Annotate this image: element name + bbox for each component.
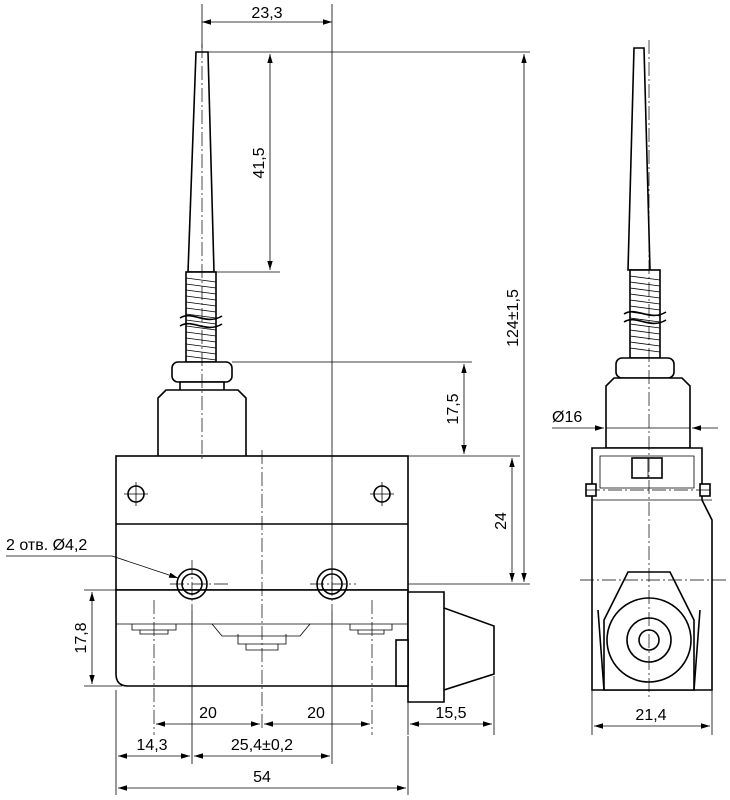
screw-right-icon bbox=[370, 482, 394, 506]
dimension-labels: 23,3 41,5 124±1,5 17,5 24 2 отв. Ø4,2 17… bbox=[6, 5, 667, 786]
dim-lever-offset: 23,3 bbox=[251, 5, 282, 22]
dim-edge-offset: 14,3 bbox=[136, 737, 167, 754]
dimension-lines bbox=[6, 4, 718, 795]
side-view bbox=[580, 40, 728, 700]
dim-hole-spacing-left: 20 bbox=[199, 705, 217, 722]
dim-hole-spacing-right: 20 bbox=[307, 705, 325, 722]
break-mark bbox=[179, 314, 223, 329]
dim-total-height: 124±1,5 bbox=[505, 289, 522, 347]
dim-mount-height: 24 bbox=[493, 512, 510, 530]
front-view bbox=[115, 44, 495, 735]
dim-body-width: 54 bbox=[253, 769, 271, 786]
center-lines bbox=[153, 44, 373, 735]
dim-base-height: 17,8 bbox=[73, 622, 90, 653]
dim-center-spacing: 25,4±0,2 bbox=[231, 737, 293, 754]
terminals bbox=[131, 623, 393, 651]
dim-holes-label: 2 отв. Ø4,2 bbox=[6, 537, 87, 554]
screw-left-icon bbox=[124, 482, 148, 506]
side-lever-rod bbox=[627, 47, 651, 271]
dim-roller-projection: 15,5 bbox=[435, 705, 466, 722]
dim-plunger-height: 17,5 bbox=[445, 393, 462, 424]
spring-coils bbox=[185, 277, 217, 361]
side-plunger bbox=[605, 377, 691, 449]
dim-side-width: 21,4 bbox=[635, 707, 666, 724]
dim-plunger-diameter: Ø16 bbox=[552, 409, 582, 426]
dim-lever-length: 41,5 bbox=[251, 147, 268, 178]
lever-rod bbox=[187, 51, 215, 273]
roller-head bbox=[407, 591, 495, 703]
